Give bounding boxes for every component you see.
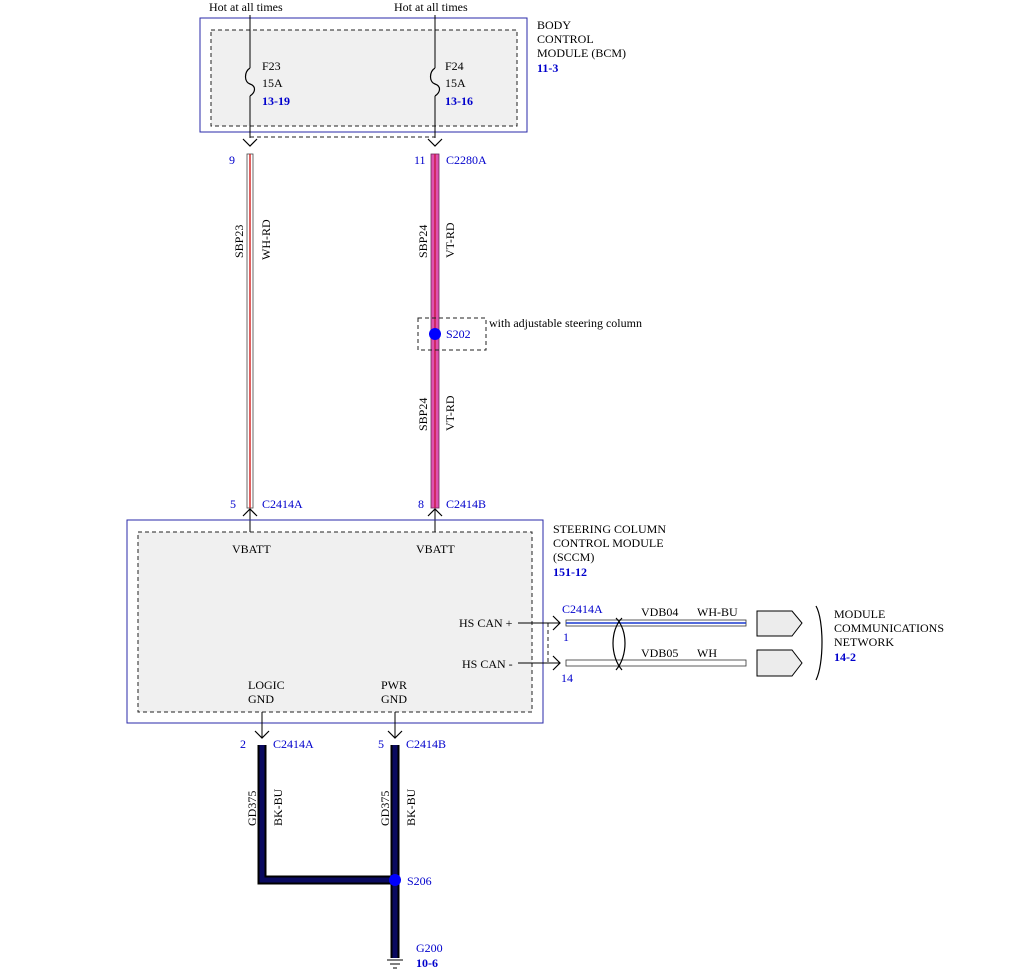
c2414b-bot-label[interactable]: C2414B (406, 737, 446, 751)
sccm-inner-fill (138, 532, 532, 712)
ground-g200[interactable]: G200 10-6 (387, 941, 443, 970)
fuse-f23-rating: 15A (262, 76, 283, 90)
splice-s202-note: with adjustable steering column (489, 316, 642, 330)
wire-sbp24a-circuit: SBP24 (416, 225, 430, 258)
wire-gd375-left-circuit: GD375 (245, 791, 259, 826)
fuse-f24-symbol (429, 67, 441, 97)
can-pin-minus: 14 (561, 671, 573, 685)
c2414b-bot-pin: 5 (378, 737, 384, 751)
ground-g200-ref[interactable]: 10-6 (416, 956, 438, 970)
c2280a-pin-left: 9 (229, 153, 235, 167)
fuse-f23-symbol (244, 67, 256, 97)
twisted-pair-icon (612, 617, 626, 671)
sccm-ref[interactable]: 151-12 (553, 565, 587, 579)
sccm-vbatt-right: VBATT (416, 542, 455, 556)
sccm-module: STEERING COLUMN CONTROL MODULE (SCCM) 15… (126, 519, 666, 724)
wire-sbp23[interactable] (246, 153, 254, 509)
wire-vdb05-circuit: VDB05 (641, 646, 678, 660)
sccm-vbatt-left: VBATT (232, 542, 271, 556)
sccm-outer-box (126, 519, 544, 724)
bcm-outer-box (199, 17, 528, 133)
fuse-f24-ref[interactable]: 13-16 (445, 94, 473, 108)
bcm-inner-box (210, 29, 518, 127)
fuse-f24: F24 15A 13-16 (429, 59, 473, 138)
wire-gd375-left-body (259, 745, 395, 883)
c2280a-pin-right: 11 (414, 153, 426, 167)
sccm-title-line3: (SCCM) (553, 550, 594, 564)
c2414a-bot-arrow (254, 730, 270, 739)
wire-gd375-left-color: BK-BU (271, 788, 285, 826)
c2280a-pin11-arrow (427, 138, 443, 147)
sccm-pwr-label: PWR (381, 678, 407, 692)
bcm-title-line3: MODULE (BCM) (537, 46, 626, 60)
bcm-ref[interactable]: 11-3 (537, 61, 558, 75)
hot-label-left: Hot at all times (209, 0, 283, 14)
can-h-arrow (552, 615, 561, 631)
c2414a-top-label[interactable]: C2414A (262, 497, 303, 511)
bcm-module: BODY CONTROL MODULE (BCM) 11-3 (199, 17, 626, 133)
wire-vdb05[interactable] (565, 659, 747, 667)
fuse-f23-ref[interactable]: 13-19 (262, 94, 290, 108)
sccm-logic-label: LOGIC (248, 678, 285, 692)
c2280a-label[interactable]: C2280A (446, 153, 487, 167)
splice-s202[interactable]: S202 (417, 317, 487, 351)
c2414a-bot-label[interactable]: C2414A (273, 737, 314, 751)
network-label-line1: MODULE (834, 607, 885, 621)
sccm-title-line2: CONTROL MODULE (553, 536, 664, 550)
splice-s202-label: S202 (446, 327, 471, 341)
c2414a-bot-pin: 2 (240, 737, 246, 751)
bcm-title-line2: CONTROL (537, 32, 594, 46)
splice-s206-dot (389, 874, 401, 886)
wire-gd375-right-circuit: GD375 (378, 791, 392, 826)
wire-vdb04[interactable] (565, 619, 747, 627)
sccm-logic-gnd-label: GND (248, 692, 274, 706)
splice-s206[interactable]: S206 (389, 874, 432, 888)
network-brace-icon (815, 605, 823, 681)
network-connector-icon-upper (756, 610, 803, 637)
wire-sbp23-circuit: SBP23 (232, 225, 246, 258)
bcm-title-line1: BODY (537, 18, 571, 32)
network-label-line3: NETWORK (834, 635, 894, 649)
c2414a-top-pin: 5 (230, 497, 236, 511)
sccm-hs-can-minus: HS CAN - (462, 657, 513, 671)
splice-s202-dot (429, 328, 441, 340)
c2414b-top-pin: 8 (418, 497, 424, 511)
wire-sbp24b-color: VT-RD (443, 395, 457, 431)
c2414b-top-label[interactable]: C2414B (446, 497, 486, 511)
network-ref[interactable]: 14-2 (834, 650, 856, 664)
splice-s206-label: S206 (407, 874, 432, 888)
can-pin-plus: 1 (563, 630, 569, 644)
ground-g200-label: G200 (416, 941, 443, 955)
wire-vdb05-color: WH (697, 646, 717, 660)
wire-sbp24a-color: VT-RD (443, 222, 457, 258)
wire-vdb05-body (565, 659, 747, 667)
wire-vdb04-circuit: VDB04 (641, 605, 678, 619)
splice-s202-option-box (417, 317, 487, 351)
sccm-hs-can-plus: HS CAN + (459, 616, 513, 630)
bcm-inner-fill (211, 30, 517, 126)
c2280a-pin9-arrow (242, 138, 258, 147)
network-connector-icon-lower (756, 649, 803, 677)
can-l-arrow (552, 655, 561, 671)
sccm-pwr-gnd-label: GND (381, 692, 407, 706)
wire-gd375-right-color: BK-BU (404, 788, 418, 826)
c2414a-can-label[interactable]: C2414A (562, 602, 603, 616)
fuse-f24-name: F24 (445, 59, 464, 73)
wire-sbp23-color: WH-RD (259, 219, 273, 260)
network-label-line2: COMMUNICATIONS (834, 621, 944, 635)
wire-vdb04-color: WH-BU (697, 605, 738, 619)
c2414b-bot-arrow (387, 730, 403, 739)
wire-gd375[interactable] (257, 745, 400, 958)
fuse-f24-rating: 15A (445, 76, 466, 90)
fuse-f23-name: F23 (262, 59, 281, 73)
sccm-title-line1: STEERING COLUMN (553, 522, 666, 536)
sccm-inner-box (137, 531, 533, 713)
fuse-f23: F23 15A 13-19 (244, 59, 290, 138)
hot-label-right: Hot at all times (394, 0, 468, 14)
wire-sbp24b-circuit: SBP24 (416, 398, 430, 431)
